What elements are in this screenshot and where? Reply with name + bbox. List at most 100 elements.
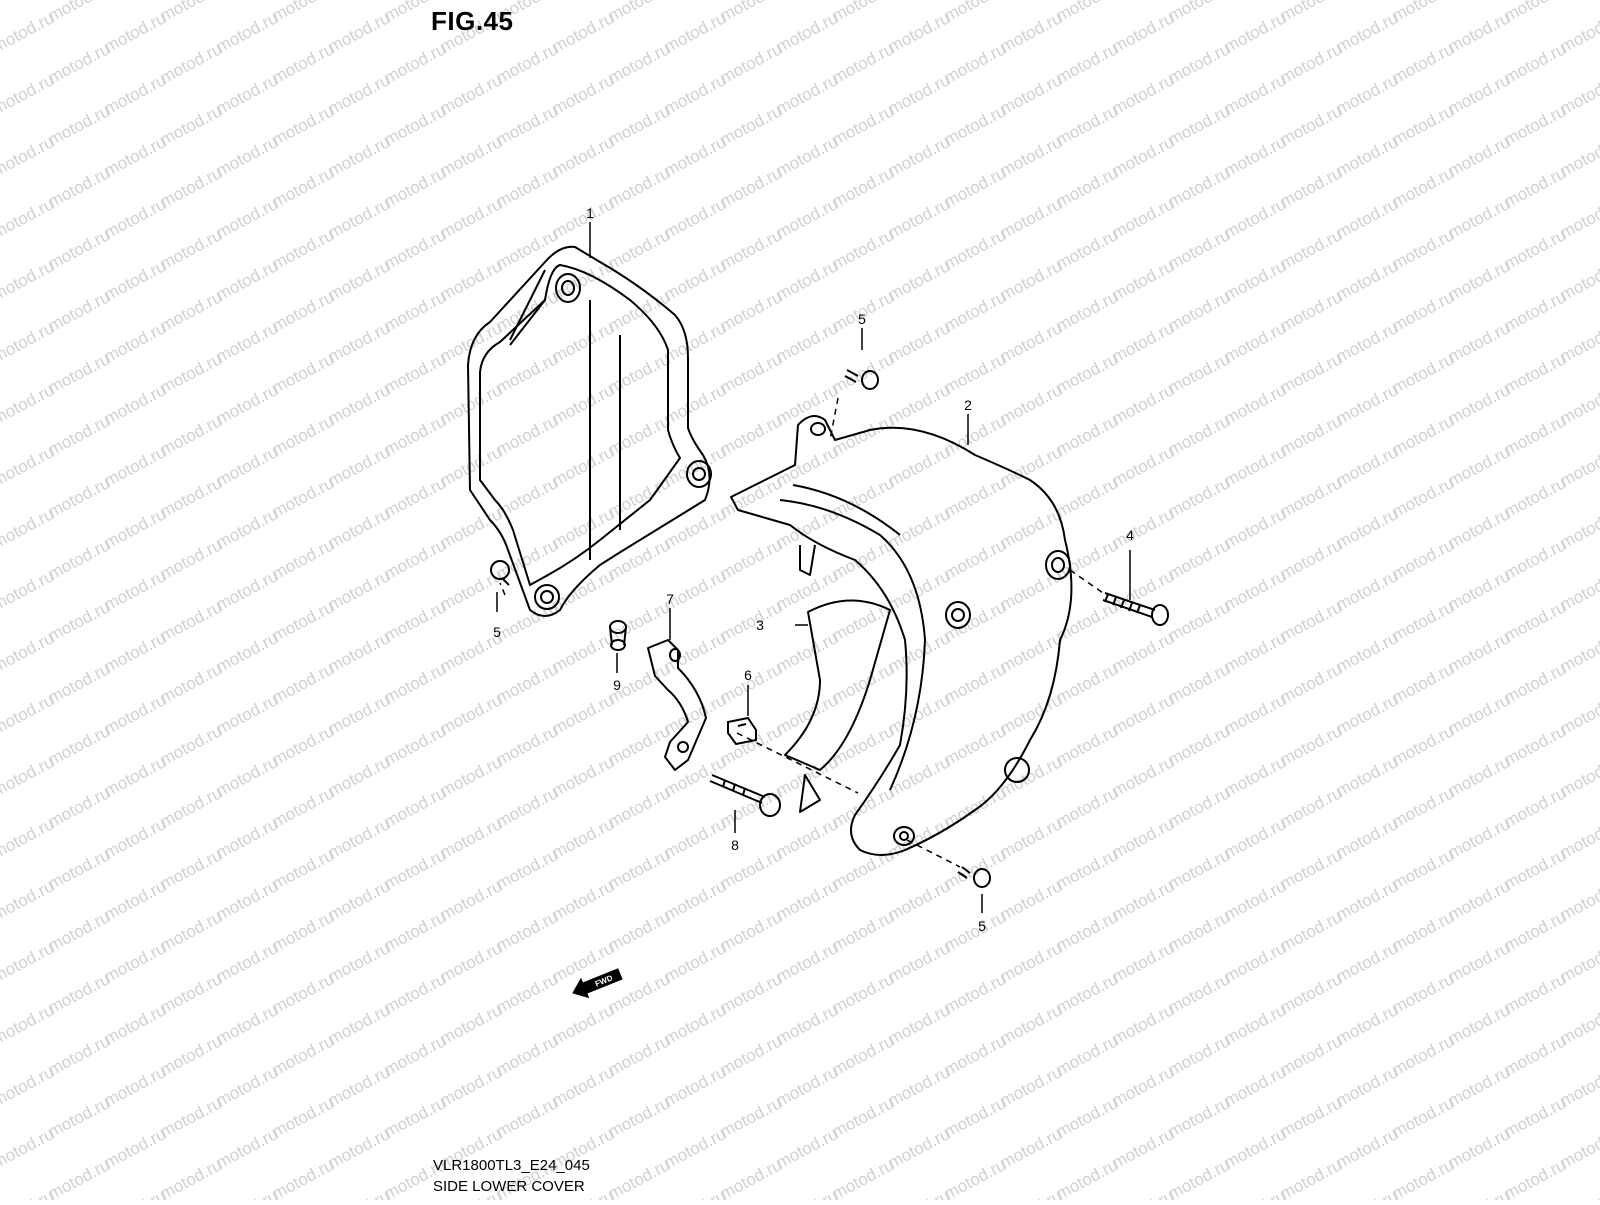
watermark-text: motod.ru bbox=[45, 1031, 113, 1079]
watermark-text: motod.ru bbox=[1445, 876, 1513, 924]
watermark-text: motod.ru bbox=[1333, 318, 1401, 366]
watermark-text: motod.ru bbox=[101, 70, 169, 118]
watermark-text: motod.ru bbox=[325, 132, 393, 180]
watermark-text: motod.ru bbox=[549, 628, 617, 676]
watermark-text: motod.ru bbox=[1277, 535, 1345, 583]
watermark-text: motod.ru bbox=[885, 1186, 953, 1200]
watermark-text: motod.ru bbox=[0, 442, 57, 490]
watermark-text: motod.ru bbox=[773, 1000, 841, 1048]
figure-title: FIG.45 bbox=[431, 6, 514, 36]
watermark-text: motod.ru bbox=[885, 318, 953, 366]
watermark-text: motod.ru bbox=[1221, 1062, 1289, 1110]
watermark-text: motod.ru bbox=[437, 690, 505, 738]
watermark-text: motod.ru bbox=[773, 442, 841, 490]
watermark-text: motod.ru bbox=[549, 566, 617, 614]
watermark-text: motod.ru bbox=[885, 1000, 953, 1048]
watermark-text: motod.ru bbox=[1109, 566, 1177, 614]
watermark-text: motod.ru bbox=[549, 690, 617, 738]
watermark-text: motod.ru bbox=[549, 132, 617, 180]
watermark-text: motod.ru bbox=[325, 1124, 393, 1172]
watermark-text: motod.ru bbox=[0, 8, 57, 56]
watermark-text: motod.ru bbox=[1389, 1155, 1457, 1200]
watermark-text: motod.ru bbox=[213, 1124, 281, 1172]
watermark-text: motod.ru bbox=[493, 1093, 561, 1141]
watermark-text: motod.ru bbox=[45, 287, 113, 335]
watermark-text: motod.ru bbox=[1445, 380, 1513, 428]
watermark-text: motod.ru bbox=[1165, 225, 1233, 273]
watermark-text: motod.ru bbox=[45, 1155, 113, 1200]
watermark-text: motod.ru bbox=[1389, 1093, 1457, 1141]
watermark-text: motod.ru bbox=[1445, 194, 1513, 242]
watermark-text: motod.ru bbox=[717, 39, 785, 87]
watermark-text: motod.ru bbox=[0, 318, 57, 366]
watermark-text: motod.ru bbox=[1333, 256, 1401, 304]
watermark-text: motod.ru bbox=[1389, 101, 1457, 149]
watermark-text: motod.ru bbox=[661, 938, 729, 986]
watermark-text: motod.ru bbox=[45, 1093, 113, 1141]
watermark-text: motod.ru bbox=[549, 504, 617, 552]
watermark-text: motod.ru bbox=[381, 535, 449, 583]
watermark-text: motod.ru bbox=[45, 473, 113, 521]
watermark-text: motod.ru bbox=[381, 411, 449, 459]
watermark-text: motod.ru bbox=[1277, 597, 1345, 645]
watermark-text: motod.ru bbox=[1165, 845, 1233, 893]
watermark-text: motod.ru bbox=[101, 876, 169, 924]
watermark-text: motod.ru bbox=[381, 969, 449, 1017]
watermark-text: motod.ru bbox=[941, 907, 1009, 955]
watermark-text: motod.ru bbox=[661, 876, 729, 924]
watermark-text: motod.ru bbox=[213, 752, 281, 800]
watermark-text: motod.ru bbox=[0, 566, 57, 614]
watermark-text: motod.ru bbox=[1165, 907, 1233, 955]
watermark-text: motod.ru bbox=[157, 473, 225, 521]
watermark-text: motod.ru bbox=[1165, 287, 1233, 335]
watermark-text: motod.ru bbox=[1165, 349, 1233, 397]
watermark-text: motod.ru bbox=[45, 845, 113, 893]
watermark-text: motod.ru bbox=[885, 442, 953, 490]
watermark-text: motod.ru bbox=[269, 1155, 337, 1200]
watermark-text: motod.ru bbox=[1333, 504, 1401, 552]
watermark-text: motod.ru bbox=[717, 1093, 785, 1141]
watermark-text: motod.ru bbox=[493, 163, 561, 211]
watermark-text: motod.ru bbox=[437, 132, 505, 180]
watermark-text: motod.ru bbox=[325, 8, 393, 56]
watermark-text: motod.ru bbox=[1501, 721, 1569, 769]
watermark-text: motod.ru bbox=[941, 721, 1009, 769]
watermark-text: motod.ru bbox=[437, 1062, 505, 1110]
watermark-text: motod.ru bbox=[605, 845, 673, 893]
watermark-text: motod.ru bbox=[269, 659, 337, 707]
callout-9: 9 bbox=[613, 677, 621, 693]
watermark-text: motod.ru bbox=[1333, 1124, 1401, 1172]
watermark-text: motod.ru bbox=[493, 969, 561, 1017]
watermark-text: motod.ru bbox=[493, 225, 561, 273]
watermark-text: motod.ru bbox=[885, 8, 953, 56]
watermark-text: motod.ru bbox=[493, 1031, 561, 1079]
watermark-text: motod.ru bbox=[661, 256, 729, 304]
watermark-text: motod.ru bbox=[1053, 845, 1121, 893]
watermark-text: motod.ru bbox=[941, 535, 1009, 583]
watermark-text: motod.ru bbox=[717, 597, 785, 645]
watermark-text: motod.ru bbox=[213, 8, 281, 56]
watermark-text: motod.ru bbox=[1053, 163, 1121, 211]
watermark-text: motod.ru bbox=[941, 101, 1009, 149]
watermark-text: motod.ru bbox=[101, 442, 169, 490]
watermark-text: motod.ru bbox=[101, 1186, 169, 1200]
watermark-text: motod.ru bbox=[493, 845, 561, 893]
watermark-text: motod.ru bbox=[213, 442, 281, 490]
watermark-text: motod.ru bbox=[885, 256, 953, 304]
watermark-text: motod.ru bbox=[1109, 1000, 1177, 1048]
watermark-text: motod.ru bbox=[213, 132, 281, 180]
watermark-text: motod.ru bbox=[1109, 1124, 1177, 1172]
watermark-text: motod.ru bbox=[213, 1000, 281, 1048]
watermark-text: motod.ru bbox=[437, 876, 505, 924]
watermark-text: motod.ru bbox=[1221, 256, 1289, 304]
leader-lines bbox=[496, 222, 1131, 913]
watermark-text: motod.ru bbox=[885, 70, 953, 118]
watermark-text: motod.ru bbox=[661, 814, 729, 862]
watermark-text: motod.ru bbox=[213, 504, 281, 552]
watermark-text: motod.ru bbox=[1333, 70, 1401, 118]
watermark-text: motod.ru bbox=[1389, 597, 1457, 645]
watermark-text: motod.ru bbox=[1221, 1186, 1289, 1200]
watermark-text: motod.ru bbox=[1053, 597, 1121, 645]
